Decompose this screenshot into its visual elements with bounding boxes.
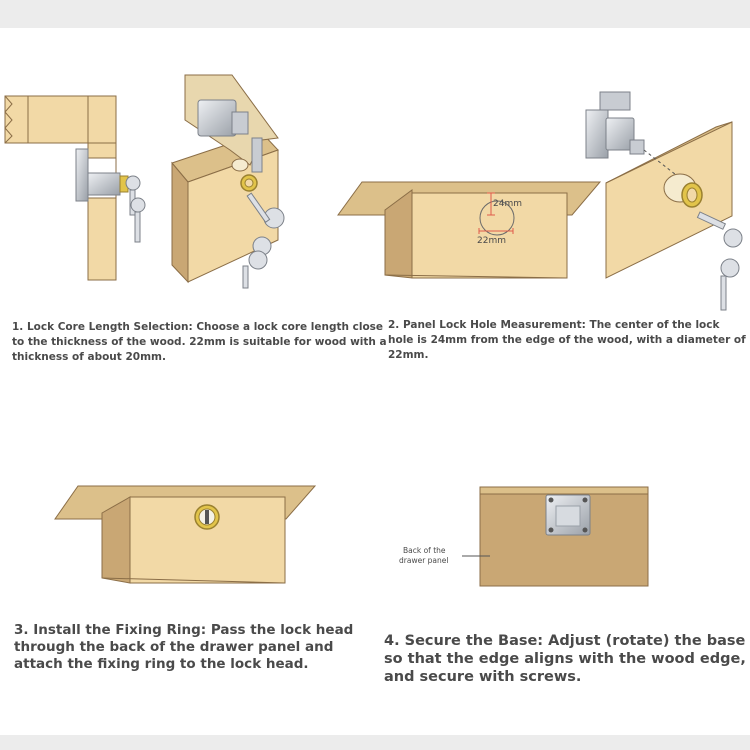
caption-step-1: 1. Lock Core Length Selection: Choose a … [12,320,397,365]
caption-step-2: 2. Panel Lock Hole Measurement: The cent… [388,318,748,363]
caption-step-4: 4. Secure the Base: Adjust (rotate) the … [384,632,746,686]
panel-1-illustration [5,75,284,288]
back-panel-label-line2: drawer panel [399,556,448,565]
lock-base-plate [546,495,590,535]
drawer-with-top [338,182,600,278]
panel-4-illustration: Back of the drawer panel [399,487,648,586]
fixing-ring-installed [195,505,219,529]
caption-step-3: 3. Install the Fixing Ring: Pass the loc… [14,622,374,673]
offset-label: 24mm [493,199,522,209]
panel-3-illustration [55,486,315,583]
diameter-label: 22mm [477,236,506,246]
drawer-with-top-2 [55,486,315,583]
panel-2-illustration: 24mm 22mm [338,92,742,310]
keys-icon [126,176,145,242]
back-panel-label-line1: Back of the [403,546,446,555]
